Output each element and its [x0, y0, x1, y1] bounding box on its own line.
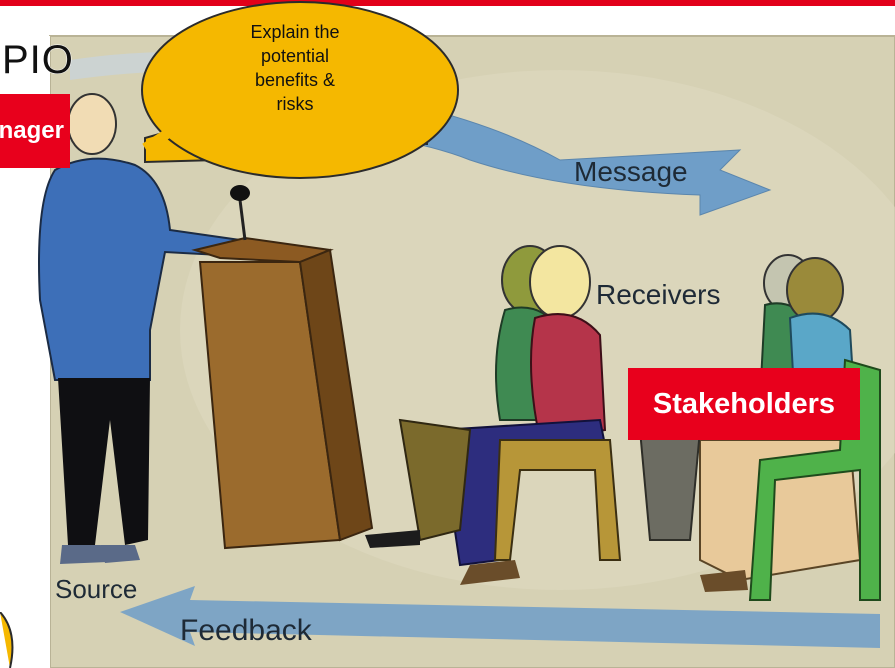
callout-text: Explain the potential benefits & risks [250, 22, 340, 114]
source-text: Source [55, 574, 137, 604]
speaker-figure [38, 93, 242, 564]
role-label: Manager [0, 117, 64, 144]
slide-title: PIO [2, 38, 74, 82]
receivers-text: Receivers [596, 279, 720, 310]
podium [191, 185, 374, 550]
feedback-arrow [120, 586, 880, 648]
corner-arc-decoration [0, 612, 14, 668]
audience-left [365, 245, 622, 585]
stakeholders-label: Stakeholders [652, 387, 836, 420]
stakeholders-box: Stakeholders [628, 368, 860, 440]
role-label-box: Manager [0, 94, 70, 168]
top-accent-bar [0, 0, 895, 6]
feedback-text: Feedback [180, 614, 313, 647]
callout-bubble [141, 1, 459, 179]
message-text: Message [574, 156, 688, 187]
